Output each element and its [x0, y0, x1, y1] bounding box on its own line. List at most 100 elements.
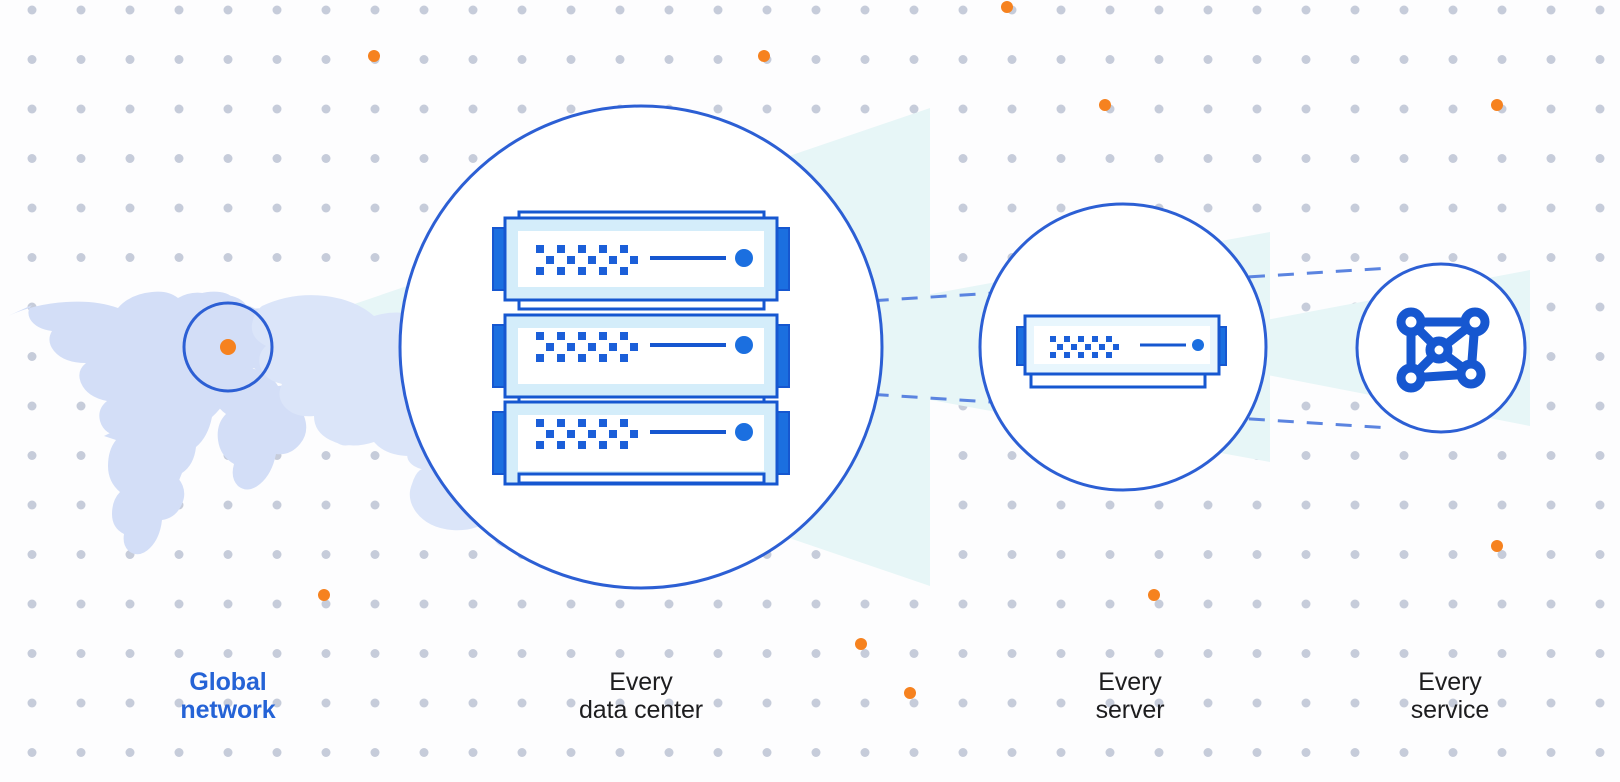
grid-dot: [1595, 352, 1605, 361]
grid-dot: [321, 599, 331, 609]
grid-dot: [174, 649, 184, 658]
grid-dot: [1105, 550, 1115, 559]
grid-dot: [713, 104, 723, 114]
global-network-circle: [182, 301, 274, 393]
grid-dot: [321, 649, 331, 658]
grid-dot: [1399, 500, 1409, 510]
grid-dot: [1497, 550, 1507, 559]
mesh-node-bottom-left: [1396, 363, 1426, 393]
grid-dot: [1350, 55, 1360, 64]
grid-dot: [1154, 55, 1164, 64]
grid-dot: [1154, 104, 1164, 114]
grid-dot: [1546, 253, 1556, 262]
grid-dot: [1301, 649, 1311, 658]
grid-dot: [1056, 5, 1066, 15]
grid-dot-highlight: [855, 638, 867, 650]
grid-dot: [1595, 698, 1605, 708]
grid-dot: [811, 104, 821, 114]
grid-dot: [419, 550, 429, 559]
grid-dot: [1497, 203, 1507, 213]
grid-dot: [272, 599, 282, 609]
grid-dot: [713, 748, 723, 757]
grid-dot: [713, 698, 723, 708]
grid-dot: [223, 5, 233, 15]
grid-dot: [1399, 55, 1409, 64]
grid-dot: [1399, 599, 1409, 609]
grid-dot: [1007, 649, 1017, 658]
grid-dot: [762, 104, 772, 114]
grid-dot: [1399, 104, 1409, 114]
grid-dot: [1301, 302, 1311, 312]
grid-dot: [1399, 203, 1409, 213]
global-network-marker: [220, 339, 236, 355]
grid-dot: [909, 599, 919, 609]
grid-dot: [517, 55, 527, 64]
grid-dot: [1301, 698, 1311, 708]
grid-dot: [468, 698, 478, 708]
grid-dot: [1252, 698, 1262, 708]
grid-dot: [1301, 253, 1311, 262]
grid-dot: [468, 649, 478, 658]
grid-dot: [713, 649, 723, 658]
grid-dot: [1595, 550, 1605, 559]
grid-dot: [125, 55, 135, 64]
single-server-icon: [1016, 314, 1227, 389]
grid-dot: [419, 649, 429, 658]
grid-dot: [1350, 253, 1360, 262]
grid-dot: [1350, 500, 1360, 510]
grid-dot: [1546, 401, 1556, 411]
grid-dot: [909, 55, 919, 64]
grid-dot: [1056, 649, 1066, 658]
grid-dot: [174, 748, 184, 757]
grid-dot: [811, 748, 821, 757]
grid-dot: [468, 104, 478, 114]
grid-dot: [1301, 748, 1311, 757]
grid-dot: [1448, 55, 1458, 64]
grid-dot: [1301, 500, 1311, 510]
grid-dot: [566, 748, 576, 757]
grid-dot: [958, 203, 968, 213]
grid-dot: [958, 649, 968, 658]
grid-dot: [517, 5, 527, 15]
grid-dot: [272, 104, 282, 114]
grid-dot: [1399, 649, 1409, 658]
grid-dot: [27, 649, 37, 658]
grid-dot: [1399, 550, 1409, 559]
grid-dot: [713, 5, 723, 15]
grid-dot: [321, 698, 331, 708]
grid-dot: [1497, 649, 1507, 658]
grid-dot: [1252, 55, 1262, 64]
grid-dot: [27, 104, 37, 114]
grid-dot: [615, 698, 625, 708]
grid-dot: [1497, 55, 1507, 64]
grid-dot: [27, 599, 37, 609]
grid-dot: [27, 253, 37, 262]
grid-dot: [1007, 698, 1017, 708]
grid-dot: [1252, 599, 1262, 609]
grid-dot: [1252, 550, 1262, 559]
grid-dot: [76, 748, 86, 757]
grid-dot: [272, 649, 282, 658]
grid-dot: [468, 154, 478, 163]
grid-dot: [1056, 698, 1066, 708]
grid-dot: [713, 599, 723, 609]
rack-rail-mid-1: [517, 298, 766, 311]
grid-dot: [1546, 698, 1556, 708]
grid-dot: [76, 401, 86, 411]
grid-dot: [370, 203, 380, 213]
grid-dot: [1350, 599, 1360, 609]
grid-dot: [272, 698, 282, 708]
grid-dot: [1448, 698, 1458, 708]
mesh-node-bottom-right: [1456, 359, 1486, 389]
grid-dot: [1203, 5, 1213, 15]
grid-dot-highlight: [1148, 589, 1160, 601]
grid-dot: [958, 500, 968, 510]
grid-dot: [321, 5, 331, 15]
grid-dot: [1105, 154, 1115, 163]
grid-dot: [223, 203, 233, 213]
grid-dot: [958, 451, 968, 460]
grid-dot: [468, 550, 478, 559]
grid-dot: [958, 550, 968, 559]
grid-dot: [1105, 698, 1115, 708]
grid-dot: [419, 5, 429, 15]
